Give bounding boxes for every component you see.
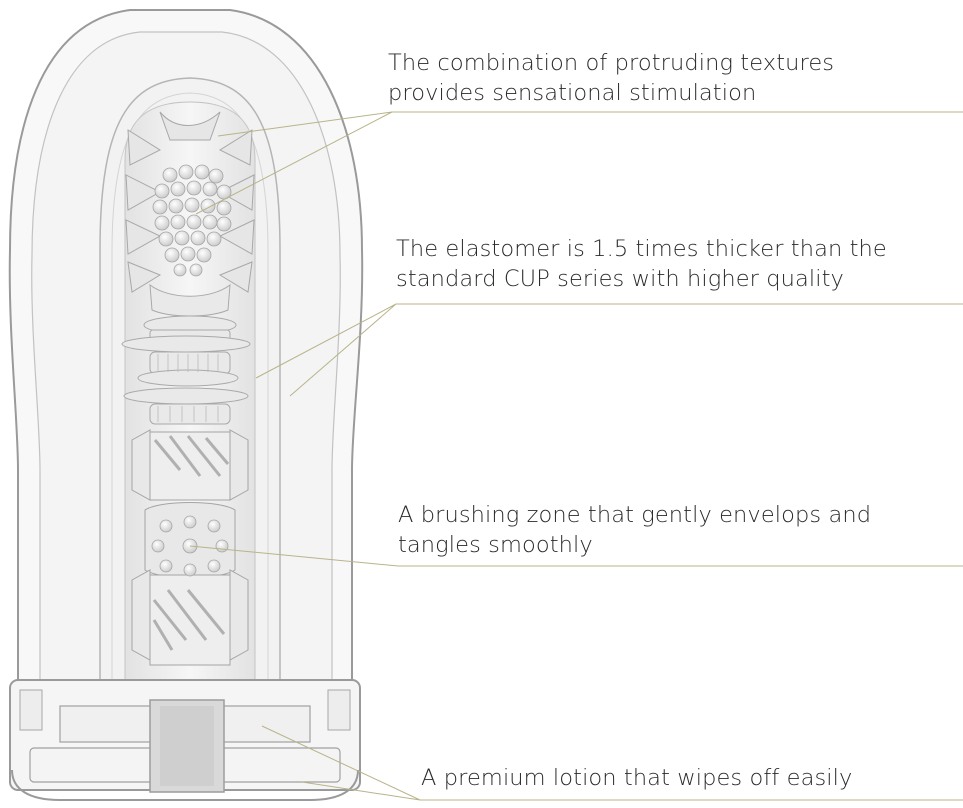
leader-line-lotion [261, 725, 963, 801]
annotation-brushing-line-1: A brushing zone that gently envelops and [398, 502, 872, 528]
leader-line-textures [195, 111, 963, 215]
annotation-textures-line-1: The combination of protruding textures [388, 50, 835, 76]
annotation-brushing: A brushing zone that gently envelops and… [398, 500, 871, 560]
cup-base-cap [9, 679, 361, 801]
leader-lines [189, 111, 963, 801]
ring-texture-zone [121, 283, 251, 425]
leader-line-brushing [189, 545, 963, 567]
annotation-textures-line-2: provides sensational stimulation [388, 80, 757, 106]
annotation-lotion-line-1: A premium lotion that wipes off easily [421, 765, 853, 791]
ring-ridges [157, 354, 219, 422]
annotation-elastomer: The elastomer is 1.5 times thicker than … [396, 234, 887, 294]
annotation-elastomer-line-1: The elastomer is 1.5 times thicker than … [396, 236, 887, 262]
annotation-elastomer-line-2: standard CUP series with higher quality [396, 266, 844, 292]
annotation-brushing-line-2: tangles smoothly [398, 532, 593, 558]
spike-texture-zone [125, 111, 255, 293]
annotation-lotion: A premium lotion that wipes off easily [421, 763, 852, 793]
bump-texture-cluster [152, 164, 232, 277]
leader-line-elastomer [255, 303, 963, 397]
sleeve-inner-line [111, 92, 269, 690]
annotation-textures: The combination of protruding textures p… [388, 48, 834, 108]
